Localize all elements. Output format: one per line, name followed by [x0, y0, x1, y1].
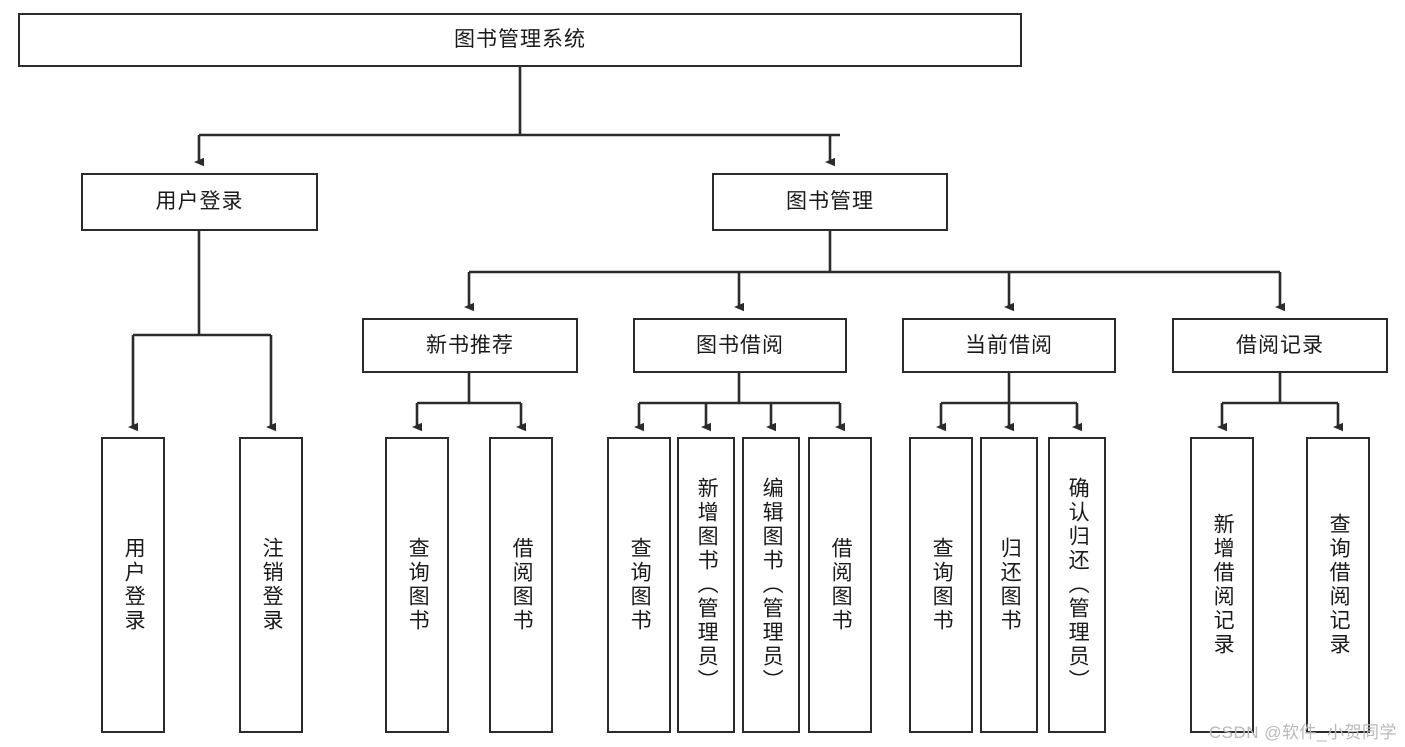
node-label: 图书借阅 [696, 333, 784, 357]
node-current-borrow[interactable]: 当前借阅 [902, 318, 1116, 373]
node-label: 新书推荐 [426, 333, 514, 357]
leaf-borrow-record-query[interactable]: 查询借阅记录 [1306, 437, 1370, 733]
node-book-borrow[interactable]: 图书借阅 [633, 318, 847, 373]
node-label: 查询图书 [930, 537, 954, 633]
leaf-current-borrow-return[interactable]: 归还图书 [980, 437, 1038, 733]
node-label: 归还图书 [998, 537, 1022, 633]
leaf-new-book-query[interactable]: 查询图书 [385, 437, 449, 733]
node-label: 确认归还（管理员） [1066, 477, 1090, 693]
node-label: 借阅图书 [510, 537, 534, 633]
leaf-book-borrow-borrow[interactable]: 借阅图书 [808, 437, 872, 733]
node-new-book-recommend[interactable]: 新书推荐 [362, 318, 578, 373]
node-label: 图书管理系统 [454, 28, 586, 52]
node-label: 用户登录 [155, 190, 244, 214]
leaf-current-borrow-query[interactable]: 查询图书 [909, 437, 973, 733]
node-label: 新增图书（管理员） [695, 477, 719, 693]
leaf-new-book-borrow[interactable]: 借阅图书 [489, 437, 553, 733]
node-label: 编辑图书（管理员） [760, 477, 784, 693]
leaf-borrow-record-add[interactable]: 新增借阅记录 [1190, 437, 1254, 733]
leaf-book-borrow-query[interactable]: 查询图书 [607, 437, 671, 733]
node-label: 注销登录 [260, 537, 284, 633]
leaf-user-login-logout[interactable]: 注销登录 [239, 437, 303, 733]
leaf-book-borrow-add[interactable]: 新增图书（管理员） [677, 437, 735, 733]
node-label: 当前借阅 [965, 333, 1053, 357]
node-label: 新增借阅记录 [1211, 513, 1235, 657]
leaf-book-borrow-edit[interactable]: 编辑图书（管理员） [742, 437, 800, 733]
node-label: 查询图书 [628, 537, 652, 633]
node-borrow-record[interactable]: 借阅记录 [1172, 318, 1388, 373]
node-user-login[interactable]: 用户登录 [81, 173, 318, 231]
leaf-current-borrow-confirm[interactable]: 确认归还（管理员） [1048, 437, 1106, 733]
node-label: 借阅记录 [1236, 333, 1324, 357]
node-label: 用户登录 [122, 537, 146, 633]
leaf-user-login-login[interactable]: 用户登录 [101, 437, 165, 733]
node-label: 查询借阅记录 [1327, 513, 1351, 657]
node-root-system[interactable]: 图书管理系统 [18, 13, 1022, 67]
node-label: 查询图书 [406, 537, 430, 633]
node-label: 借阅图书 [829, 537, 853, 633]
node-label: 图书管理 [786, 190, 874, 214]
node-book-management[interactable]: 图书管理 [712, 173, 948, 231]
watermark: CSDN @软件_小贺同学 [1208, 723, 1397, 742]
